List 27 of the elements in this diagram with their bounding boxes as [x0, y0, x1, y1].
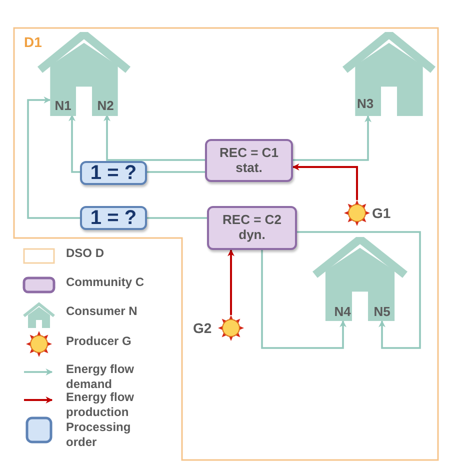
legend-label: Processing order: [66, 420, 132, 450]
consumer-label: N1: [54, 98, 72, 113]
legend-label: Producer G: [66, 334, 132, 349]
arrow: [292, 164, 358, 200]
arrow: [68, 114, 80, 173]
arrow: [297, 231, 421, 349]
producer-label: G2: [193, 320, 212, 336]
arrow: [293, 115, 372, 161]
producer-label: G1: [372, 205, 391, 221]
consumer-label: N5: [374, 304, 390, 319]
legend-label: Energy flow production: [66, 390, 136, 420]
order-box: 1 = ?: [80, 161, 147, 185]
community-box: REC = C1 stat.: [205, 139, 293, 182]
legend-label: DSO D: [66, 246, 106, 261]
region-label: D1: [24, 34, 42, 50]
legend-label: Energy flow demand: [66, 362, 136, 392]
consumer-label: N3: [357, 96, 374, 111]
arrow: [261, 250, 346, 349]
consumer-label: N2: [97, 98, 114, 113]
arrow: [104, 114, 205, 161]
arrow: [27, 96, 80, 219]
legend-label: Community C: [66, 275, 145, 290]
arrow: [228, 249, 234, 315]
legend-label: Consumer N: [66, 304, 138, 319]
order-box: 1 = ?: [80, 206, 147, 230]
consumer-label: N4: [334, 304, 351, 319]
community-box: REC = C2 dyn.: [207, 206, 297, 250]
